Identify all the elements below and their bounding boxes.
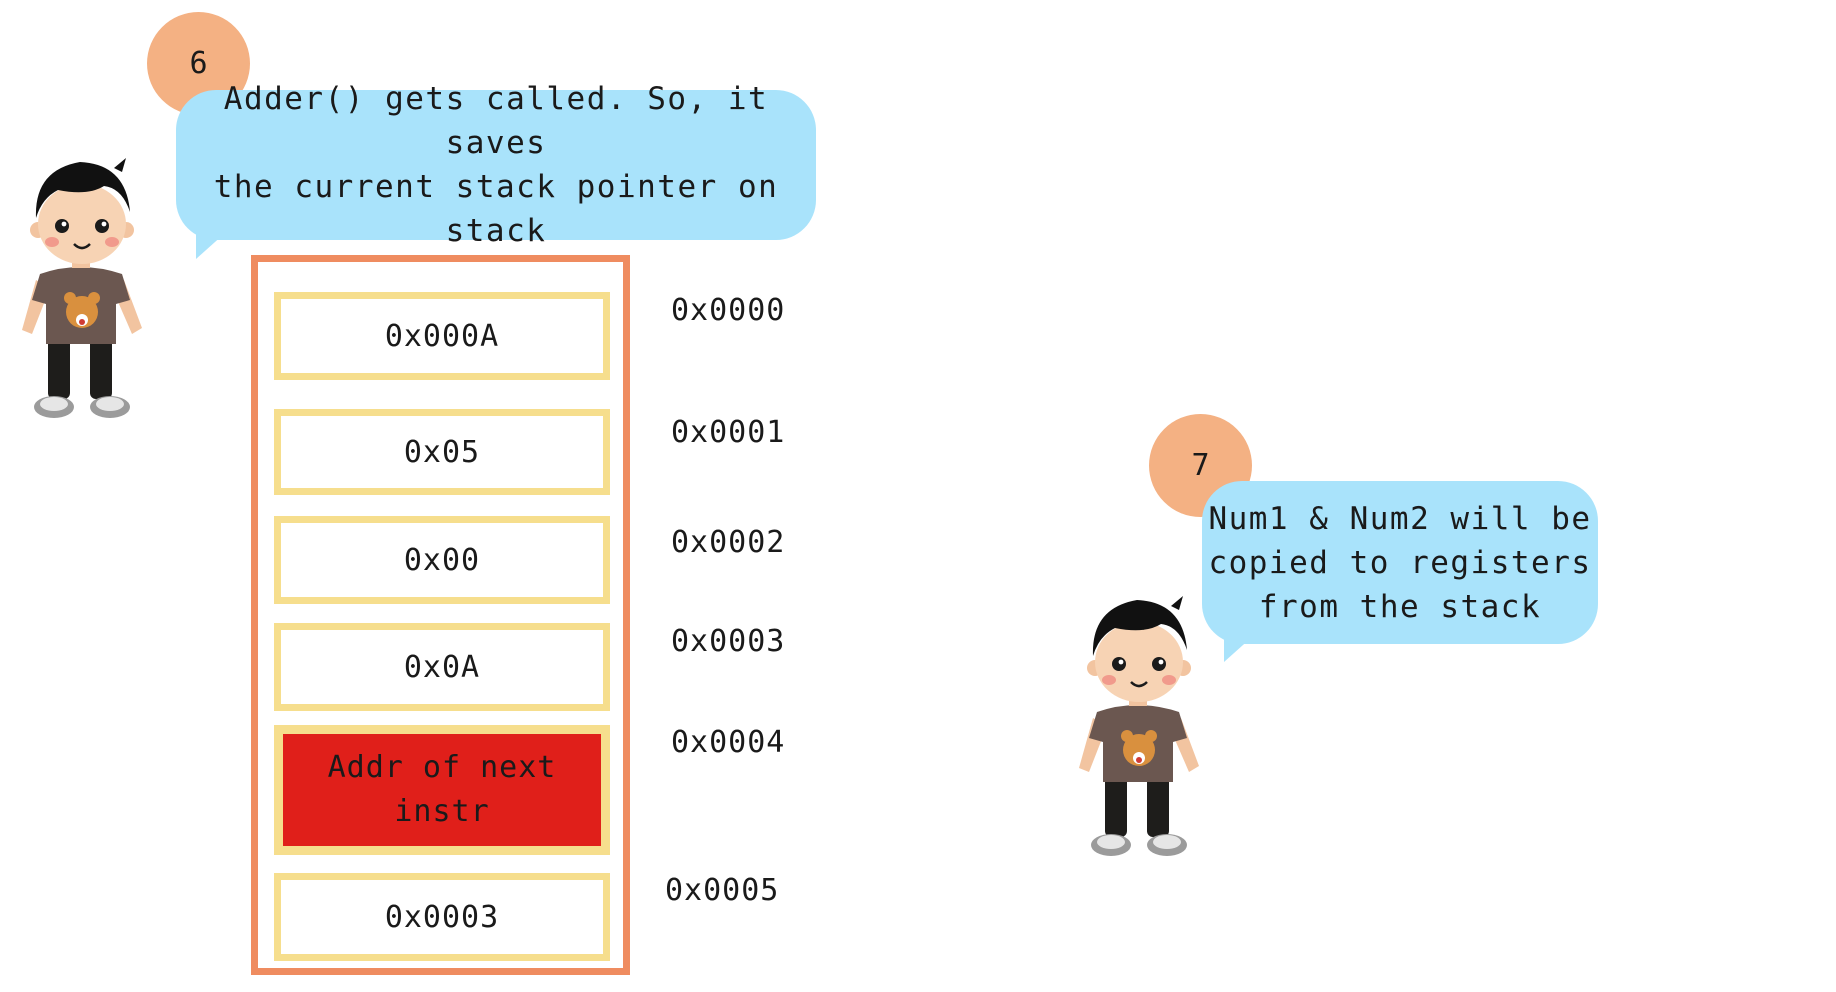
memory-address: 0x0003 (671, 624, 786, 659)
stack-cell-line: Addr of next (327, 750, 557, 785)
stack-cell-line: instr (394, 794, 490, 829)
stack-cell: 0x0A (274, 623, 610, 711)
speech-bubble-line: the current stack pointer on stack (213, 169, 779, 249)
memory-address: 0x0000 (671, 293, 786, 328)
stack-cell: 0x05 (274, 409, 610, 495)
stack-cell: 0x000A (274, 292, 610, 380)
speech-bubble: Num1 & Num2 will be copied to registers … (1202, 481, 1598, 644)
memory-address: 0x0002 (671, 525, 786, 560)
speech-bubble-line: Adder() gets called. So, it saves (223, 81, 769, 161)
boy-character-icon (22, 158, 142, 418)
speech-bubble-line: from the stack (1258, 588, 1542, 625)
boy-character-icon (1079, 596, 1199, 856)
stack-frame (251, 255, 630, 975)
speech-bubble: Adder() gets called. So, it saves the cu… (176, 81, 816, 249)
memory-address: 0x0001 (671, 415, 786, 450)
memory-address: 0x0004 (671, 725, 786, 760)
stack-cell-highlighted: Addr of next instr (274, 725, 610, 855)
stack-cell: 0x0003 (274, 873, 610, 961)
stack-cell: 0x00 (274, 516, 610, 604)
speech-bubble-line: copied to registers (1208, 544, 1592, 581)
memory-address: 0x0005 (665, 873, 780, 908)
speech-bubble-line: Num1 & Num2 will be (1208, 500, 1592, 537)
